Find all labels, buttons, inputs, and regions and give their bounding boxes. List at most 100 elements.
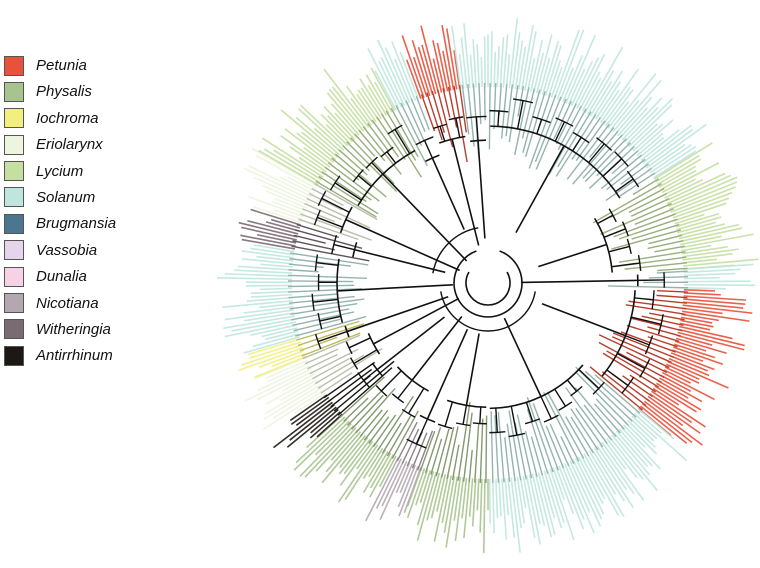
- taxon-label-band: [430, 473, 444, 519]
- terminal-branch: [289, 298, 365, 310]
- taxon-label-band: [454, 477, 465, 542]
- taxon-label-band: [445, 28, 458, 90]
- subclade-arc: [608, 208, 617, 223]
- taxon-label-band: [240, 234, 296, 247]
- taxon-label-band: [526, 58, 536, 92]
- taxon-label-band: [666, 174, 732, 205]
- taxon-label-band: [344, 446, 381, 501]
- taxon-label-band: [504, 478, 510, 516]
- taxon-label-band: [676, 334, 713, 346]
- terminal-branch: [474, 422, 480, 483]
- terminal-branch: [297, 323, 365, 347]
- taxon-label-band: [623, 106, 659, 143]
- taxon-label-band: [416, 471, 438, 541]
- terminal-branch: [574, 387, 617, 438]
- taxon-label-band: [327, 115, 353, 143]
- taxon-label-band: [295, 116, 341, 156]
- legend-label: Eriolarynx: [36, 136, 103, 154]
- taxon-label-band: [543, 470, 563, 529]
- taxon-label-band: [362, 451, 389, 494]
- terminal-branch: [485, 415, 488, 483]
- taxon-label-band: [675, 213, 719, 228]
- subclade-stem: [415, 418, 429, 445]
- taxon-label-band: [223, 315, 295, 330]
- taxon-label-band: [668, 176, 738, 208]
- subclade-stem: [334, 182, 362, 201]
- terminal-branch: [647, 336, 678, 348]
- taxon-label-band: [633, 413, 688, 462]
- terminal-branch: [447, 86, 458, 128]
- taxon-label-band: [483, 36, 487, 88]
- taxon-label-band: [258, 349, 305, 368]
- subclade-arc: [626, 238, 632, 255]
- taxon-label-band: [643, 400, 703, 446]
- legend-swatch: [4, 134, 24, 155]
- terminal-branch: [440, 426, 455, 478]
- taxon-label-band: [264, 148, 321, 184]
- terminal-branch: [294, 315, 367, 337]
- terminal-branch: [575, 371, 629, 426]
- taxon-label-band: [471, 478, 477, 527]
- subclade-stem: [634, 297, 654, 301]
- taxon-label-band: [265, 376, 317, 405]
- terminal-branch: [294, 229, 363, 249]
- terminal-branch: [323, 361, 376, 399]
- taxon-label-band: [602, 86, 631, 125]
- taxon-label-band: [298, 156, 326, 176]
- terminal-branch: [363, 409, 389, 441]
- clade-arc: [367, 332, 381, 355]
- taxon-label-band: [252, 205, 302, 224]
- terminal-branch: [620, 331, 676, 353]
- legend-label: Witheringia: [36, 320, 111, 338]
- terminal-branch: [483, 83, 486, 121]
- taxon-label-band: [334, 112, 358, 138]
- terminal-branch: [626, 324, 680, 343]
- taxon-label-band: [461, 477, 468, 519]
- taxon-label-band: [640, 129, 680, 162]
- terminal-branch: [584, 370, 637, 418]
- subclade-stem: [397, 379, 413, 399]
- terminal-branch: [618, 251, 686, 263]
- taxon-label-band: [683, 292, 721, 296]
- terminal-branch: [565, 387, 608, 444]
- taxon-label-band: [541, 40, 560, 96]
- terminal-branch: [290, 252, 369, 266]
- terminal-branch: [534, 96, 562, 163]
- terminal-branch: [657, 289, 688, 293]
- terminal-branch: [390, 107, 419, 158]
- terminal-branch: [601, 371, 647, 407]
- taxon-label-band: [320, 113, 351, 145]
- taxon-label-band: [682, 248, 739, 258]
- subclade-stem: [380, 370, 402, 392]
- taxon-label-band: [224, 321, 297, 338]
- taxon-label-band: [544, 45, 562, 96]
- taxon-label-band: [683, 289, 716, 292]
- legend-label: Nicotiana: [36, 294, 99, 312]
- terminal-branch: [288, 280, 354, 283]
- taxon-label-band: [262, 184, 309, 206]
- taxon-label-band: [250, 208, 302, 226]
- terminal-branch: [628, 300, 687, 310]
- taxon-label-band: [367, 84, 388, 116]
- subclade-stem: [578, 368, 600, 389]
- terminal-branch: [424, 427, 442, 474]
- terminal-branch: [506, 423, 516, 482]
- taxon-label-band: [516, 476, 526, 524]
- taxon-label-band: [681, 313, 719, 322]
- taxon-label-band: [246, 296, 293, 302]
- taxon-label-band: [559, 67, 574, 102]
- terminal-branch: [592, 182, 662, 224]
- taxon-label-band: [395, 462, 411, 493]
- taxon-label-band: [369, 452, 392, 489]
- taxon-label-band: [621, 97, 663, 141]
- legend-label: Iochroma: [36, 109, 99, 127]
- taxon-label-band: [549, 468, 575, 541]
- clade-stem: [451, 138, 480, 246]
- taxon-label-band: [397, 464, 416, 508]
- taxon-label-band: [680, 319, 714, 328]
- taxon-label-band: [326, 92, 363, 134]
- taxon-label-band: [546, 469, 565, 523]
- terminal-branch: [288, 274, 368, 280]
- taxon-label-band: [296, 132, 335, 163]
